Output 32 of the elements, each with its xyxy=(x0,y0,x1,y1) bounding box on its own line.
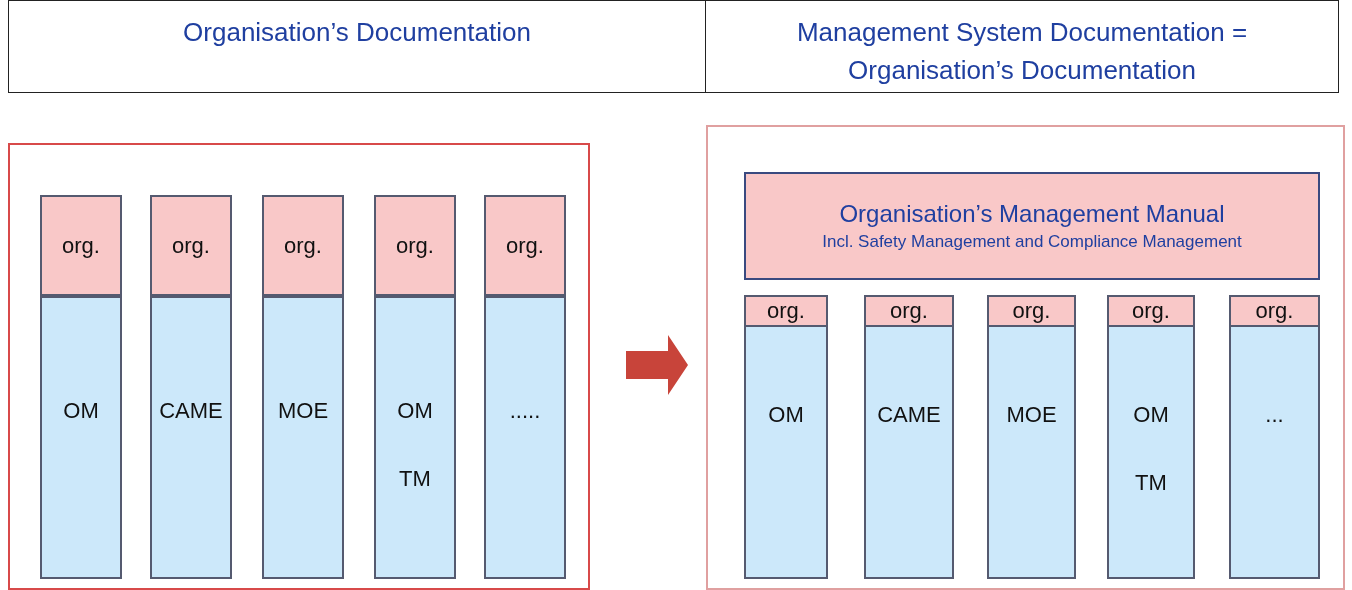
manual-binder: CAME xyxy=(150,296,232,579)
organisation-section: org. xyxy=(864,295,954,327)
header-cell: Management System Documentation = Organisation’s Documentation xyxy=(705,0,1339,93)
manual-binder: ... xyxy=(1229,325,1320,579)
manual-name: OM xyxy=(1133,402,1169,428)
organisation-section: org. xyxy=(374,195,456,296)
document-panel xyxy=(706,125,1345,590)
manual-binder xyxy=(1107,325,1195,579)
document-panel xyxy=(8,143,590,590)
organisation-section: org. xyxy=(1107,295,1195,327)
manual-binder: OM xyxy=(40,296,122,579)
manual-name: TM xyxy=(399,466,431,492)
manual-name: OM xyxy=(397,398,433,424)
manual-title: Organisation’s Management Manual xyxy=(839,200,1225,228)
manual-subtitle: Incl. Safety Management and Compliance Management xyxy=(822,232,1242,252)
header-cell: Organisation’s Documentation xyxy=(8,0,706,93)
organisation-section: org. xyxy=(744,295,828,327)
organisation-section: org. xyxy=(987,295,1076,327)
organisation-section: org. xyxy=(484,195,566,296)
organisation-section: org. xyxy=(40,195,122,296)
manual-binder: ..... xyxy=(484,296,566,579)
manual-binder: OM xyxy=(744,325,828,579)
organisation-section: org. xyxy=(1229,295,1320,327)
manual-binder xyxy=(374,296,456,579)
organisation-section: org. xyxy=(150,195,232,296)
organisation-section: org. xyxy=(262,195,344,296)
manual-name: TM xyxy=(1135,470,1167,496)
manual-binder: MOE xyxy=(987,325,1076,579)
manual-binder: MOE xyxy=(262,296,344,579)
manual-binder: CAME xyxy=(864,325,954,579)
management-manual-box xyxy=(744,172,1320,280)
block-arrow xyxy=(626,335,688,395)
